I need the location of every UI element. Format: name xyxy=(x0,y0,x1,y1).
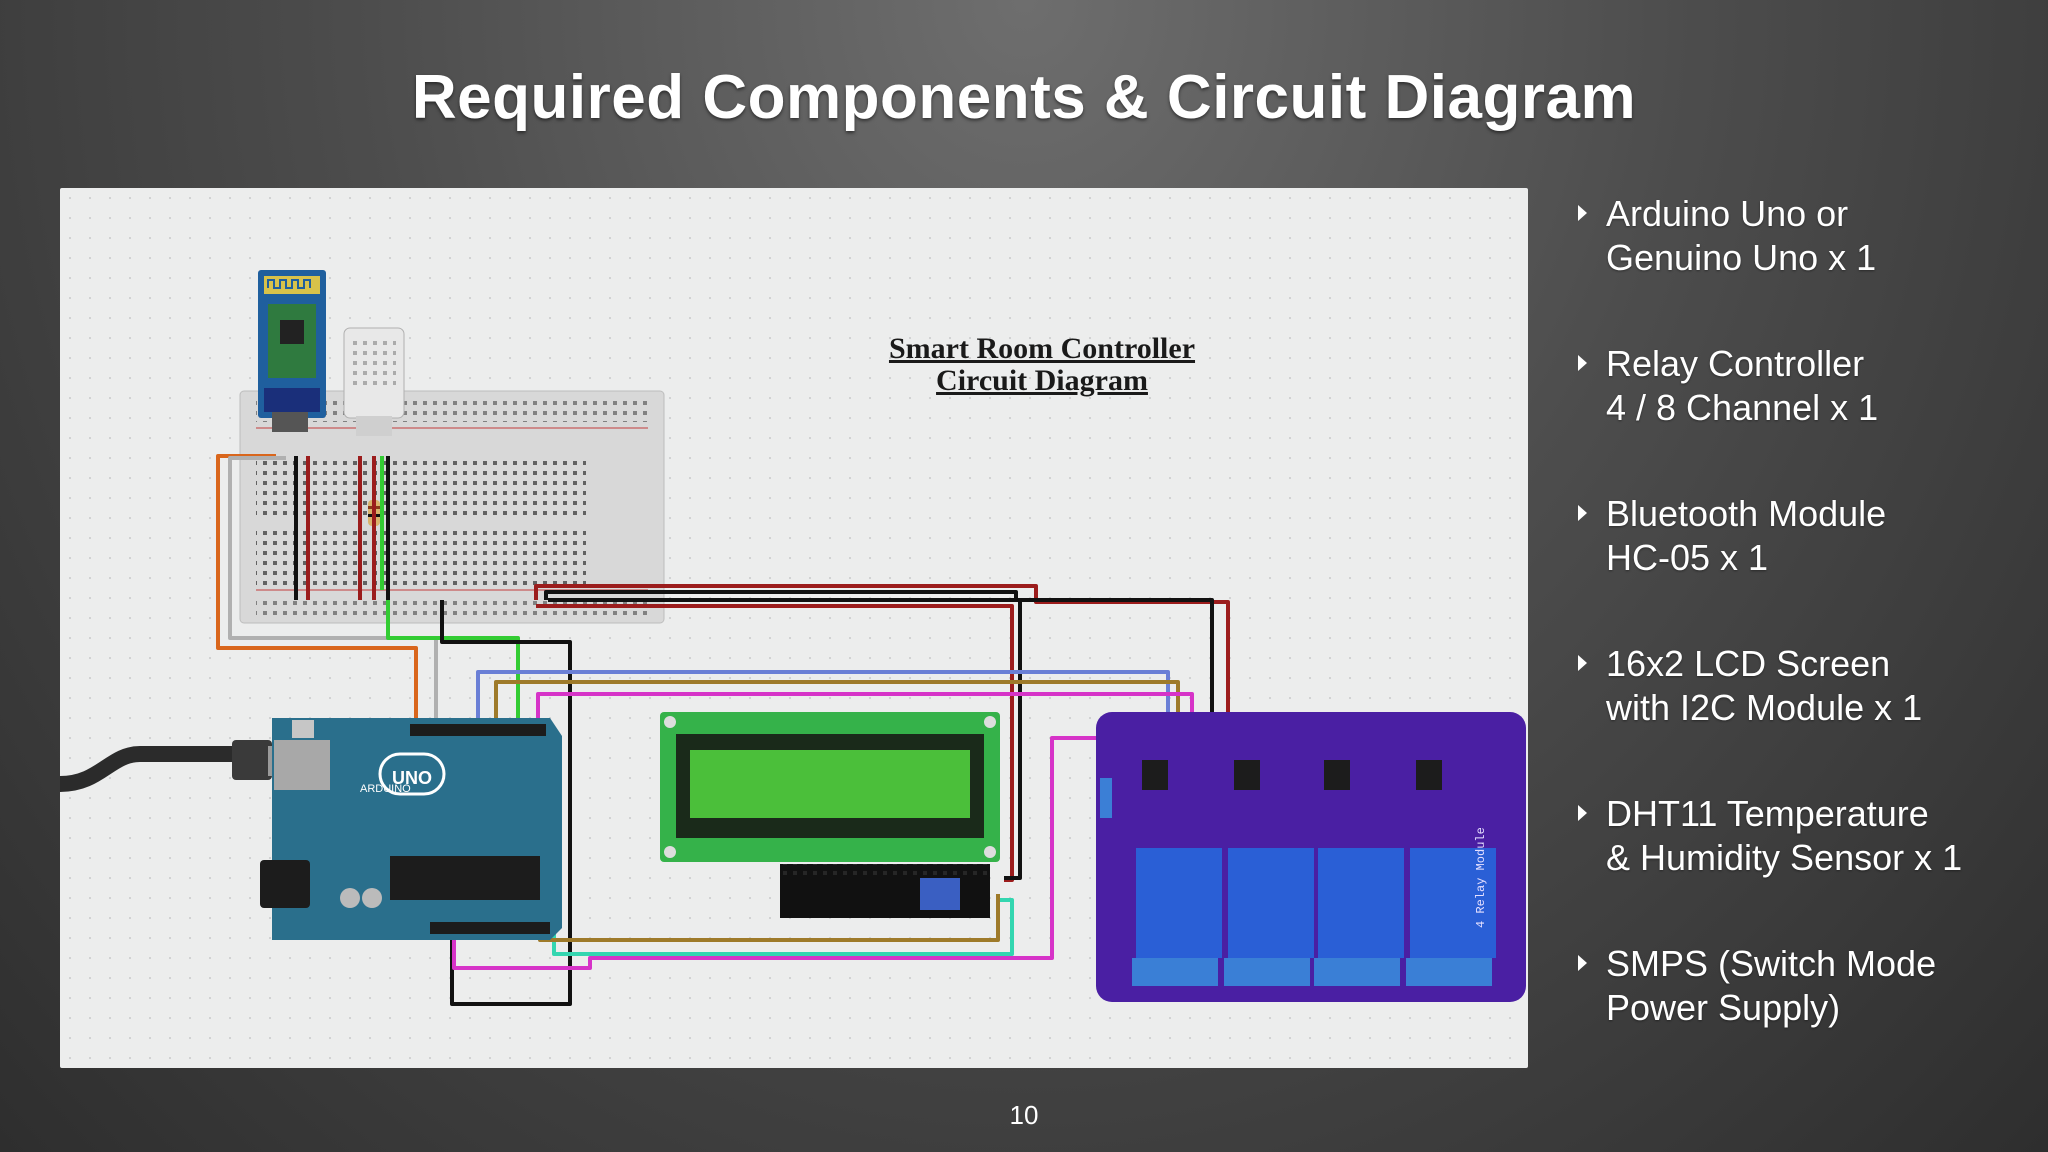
triangle-bullet-icon xyxy=(1578,655,1587,671)
relay-module-label: 4 Relay Module xyxy=(1474,827,1488,928)
triangle-bullet-icon xyxy=(1578,805,1587,821)
lcd-screen xyxy=(660,712,1000,918)
component-line2: with I2C Module x 1 xyxy=(1606,687,1923,728)
component-line1: Bluetooth Module xyxy=(1606,493,1887,534)
component-line2: HC-05 x 1 xyxy=(1606,537,1769,578)
component-line1: 16x2 LCD Screen xyxy=(1606,643,1891,684)
diagram-title-line1: Smart Room Controller xyxy=(889,332,1195,365)
triangle-bullet-icon xyxy=(1578,505,1587,521)
arduino-uno-board: UNO ARDUINO xyxy=(260,718,562,940)
triangle-bullet-icon xyxy=(1578,355,1587,371)
components-list: Arduino Uno or Genuino Uno x 1 Relay Con… xyxy=(1578,192,2038,1092)
page-number: 10 xyxy=(1009,1100,1039,1130)
arduino-model-label: UNO xyxy=(392,768,432,788)
slide-title: Required Components & Circuit Diagram xyxy=(411,63,1637,132)
bluetooth-module xyxy=(258,270,326,432)
circuit-diagram: Smart Room Controller Circuit Diagram xyxy=(60,188,1528,1068)
component-item: Arduino Uno or Genuino Uno x 1 xyxy=(1578,192,2038,342)
diagram-title-line2: Circuit Diagram xyxy=(936,364,1148,397)
component-item: Relay Controller 4 / 8 Channel x 1 xyxy=(1578,342,2038,492)
dht11-sensor xyxy=(343,327,405,436)
component-line2: & Humidity Sensor x 1 xyxy=(1606,837,1963,878)
component-line1: Relay Controller xyxy=(1606,343,1865,384)
relay-module: 4 Relay Module xyxy=(1096,712,1526,1002)
component-item: DHT11 Temperature & Humidity Sensor x 1 xyxy=(1578,792,2038,942)
triangle-bullet-icon xyxy=(1578,205,1587,221)
arduino-brand-label: ARDUINO xyxy=(360,783,411,795)
component-line1: SMPS (Switch Mode xyxy=(1606,943,1937,984)
component-line2: Genuino Uno x 1 xyxy=(1606,237,1877,278)
component-line1: Arduino Uno or xyxy=(1606,193,1849,234)
component-item: SMPS (Switch Mode Power Supply) xyxy=(1578,942,2038,1092)
component-line2: Power Supply) xyxy=(1606,987,1841,1028)
circuit-diagram-panel: Smart Room Controller Circuit Diagram xyxy=(60,188,1528,1068)
triangle-bullet-icon xyxy=(1578,955,1587,971)
breadboard xyxy=(239,390,665,624)
component-item: 16x2 LCD Screen with I2C Module x 1 xyxy=(1578,642,2038,792)
component-item: Bluetooth Module HC-05 x 1 xyxy=(1578,492,2038,642)
component-line2: 4 / 8 Channel x 1 xyxy=(1606,387,1879,428)
component-line1: DHT11 Temperature xyxy=(1606,793,1929,834)
